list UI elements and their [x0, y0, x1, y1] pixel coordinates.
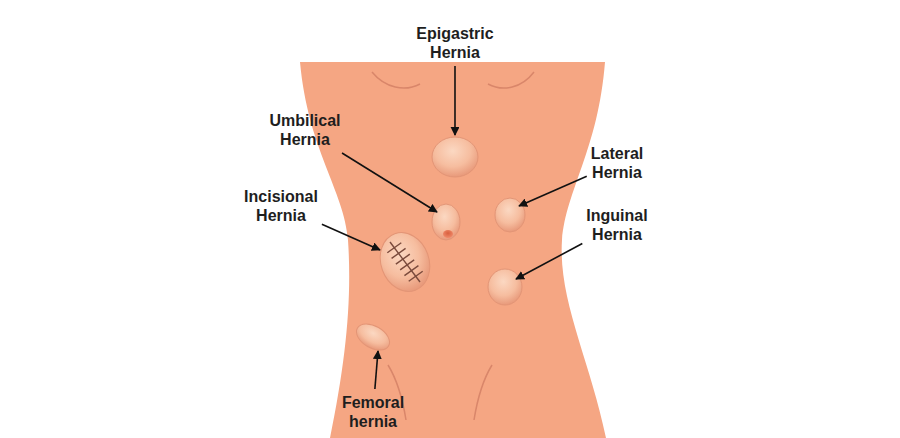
epigastric-bulge: [432, 137, 478, 177]
leader-arrow: [516, 244, 582, 279]
hernia-label: Femoral hernia: [342, 393, 404, 431]
lateral-bulge: [495, 198, 525, 232]
hernia-label: Umbilical Hernia: [269, 111, 340, 149]
surgical-stitches: [387, 242, 422, 282]
stitch: [409, 271, 423, 281]
hernia-label: Epigastric Hernia: [416, 24, 493, 62]
leader-arrow: [454, 66, 456, 135]
leader-arrow: [519, 176, 587, 206]
stitch: [396, 254, 410, 264]
stitch: [392, 248, 406, 258]
leader-arrow: [375, 351, 378, 389]
torso: [300, 62, 606, 438]
stitch: [400, 260, 414, 270]
inguinal-bulge: [488, 269, 522, 305]
stitch: [387, 243, 401, 253]
body-contours: [372, 72, 534, 420]
femoral-bulge: [352, 318, 394, 355]
hernia-bulges: [352, 137, 525, 356]
incisional-bulge: [372, 226, 438, 299]
navel: [443, 230, 453, 238]
stitch: [404, 266, 418, 276]
hernia-label: Incisional Hernia: [244, 187, 318, 225]
umbilical-bulge: [432, 204, 460, 240]
leader-arrow: [342, 153, 437, 212]
hernia-label: Lateral Hernia: [591, 144, 643, 182]
hernia-label: Inguinal Hernia: [586, 206, 647, 244]
leader-arrow: [322, 224, 380, 250]
